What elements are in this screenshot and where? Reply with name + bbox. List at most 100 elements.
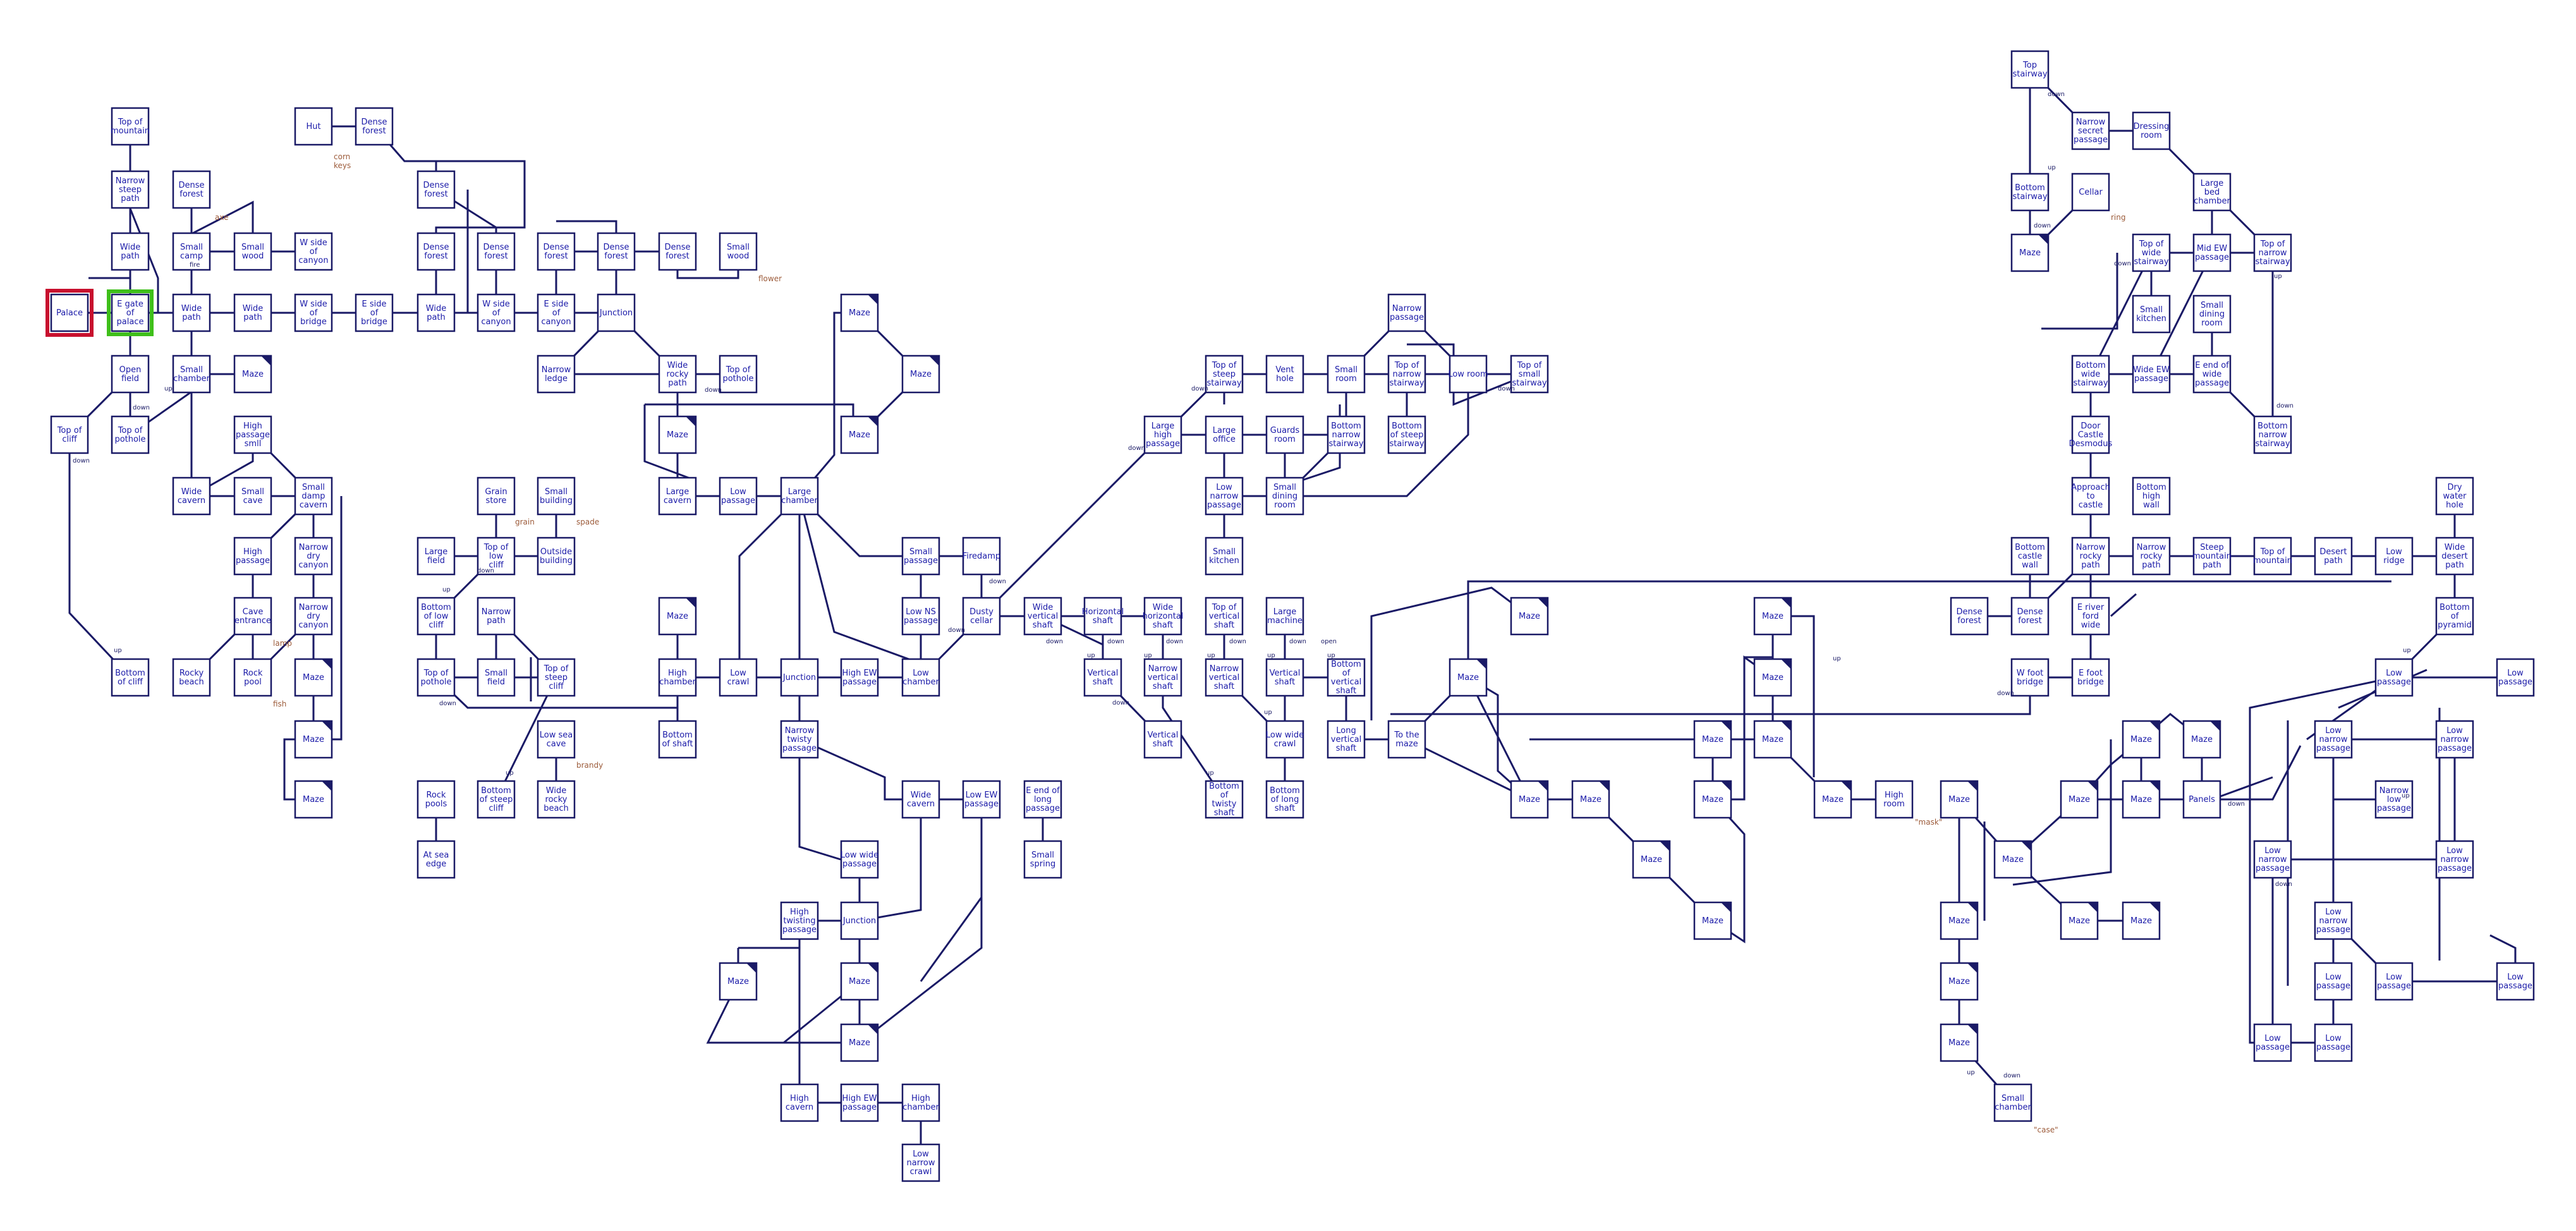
room-box[interactable] [2010, 658, 2050, 697]
room-box[interactable] [2253, 1023, 2292, 1062]
room-box[interactable] [1940, 901, 1979, 940]
room-box[interactable] [2010, 597, 2050, 636]
room-maze-x[interactable]: Maze [1813, 780, 1852, 819]
room-box[interactable] [2132, 476, 2171, 516]
room-box[interactable] [2435, 840, 2474, 879]
room-box[interactable] [1205, 658, 1244, 697]
room-box[interactable] [780, 901, 819, 940]
room-box[interactable] [416, 170, 456, 209]
room-box[interactable] [477, 537, 516, 576]
room-box[interactable] [1813, 780, 1852, 819]
room-box[interactable] [1265, 476, 1304, 516]
room-box[interactable] [2060, 780, 2099, 819]
room-box[interactable] [1205, 476, 1244, 516]
room-low-room[interactable]: Low room [1448, 355, 1488, 394]
room-cellar[interactable]: Cellar [2071, 173, 2110, 212]
room-box[interactable] [416, 232, 456, 271]
room-box[interactable] [1265, 720, 1304, 759]
room-box[interactable] [597, 293, 636, 332]
room-box[interactable] [719, 658, 758, 697]
room-box[interactable] [294, 476, 333, 516]
room-firedamp[interactable]: Firedamp [962, 537, 1001, 576]
room-box[interactable] [2253, 537, 2292, 576]
room-box[interactable] [172, 355, 211, 394]
room-box[interactable] [658, 720, 697, 759]
room-box[interactable] [1265, 355, 1304, 394]
room-box[interactable] [840, 1023, 879, 1062]
room-box[interactable] [416, 840, 456, 879]
room-box[interactable] [50, 415, 89, 454]
room-box[interactable] [1940, 1023, 1979, 1062]
room-box[interactable] [2192, 294, 2232, 334]
room-box[interactable] [2374, 537, 2414, 576]
room-box[interactable] [1693, 720, 1732, 759]
room-box[interactable] [1693, 901, 1732, 940]
room-box[interactable] [840, 293, 879, 332]
room-hut[interactable]: Hut [294, 107, 333, 146]
room-box[interactable] [780, 720, 819, 759]
room-junction-1[interactable]: Junction [597, 293, 636, 332]
room-box[interactable] [780, 1083, 819, 1122]
room-box[interactable] [233, 355, 272, 394]
room-maze-h[interactable]: Maze [840, 415, 879, 454]
room-box[interactable] [477, 780, 516, 819]
room-maze-z5[interactable]: Maze [2122, 780, 2161, 819]
room-maze-b[interactable]: Maze [294, 658, 333, 697]
room-box[interactable] [840, 658, 879, 697]
room-box[interactable] [2253, 415, 2292, 454]
room-box[interactable] [658, 658, 697, 697]
room-box[interactable] [111, 293, 150, 332]
room-box[interactable] [901, 658, 940, 697]
room-box[interactable] [2253, 840, 2292, 879]
room-palace[interactable]: Palace [46, 289, 94, 337]
room-box[interactable] [1940, 780, 1979, 819]
room-box[interactable] [2314, 962, 2353, 1001]
room-box[interactable] [477, 658, 516, 697]
room-box[interactable] [537, 720, 576, 759]
room-maze-j[interactable]: Maze [719, 962, 758, 1001]
room-maze-l[interactable]: Maze [840, 1023, 879, 1062]
room-panels[interactable]: Panels [2182, 780, 2221, 819]
room-box[interactable] [1753, 597, 1792, 636]
room-box[interactable] [416, 658, 456, 697]
room-box[interactable] [2192, 173, 2232, 212]
room-box[interactable] [294, 720, 333, 759]
room-box[interactable] [2314, 1023, 2353, 1062]
room-box[interactable] [2071, 537, 2110, 576]
